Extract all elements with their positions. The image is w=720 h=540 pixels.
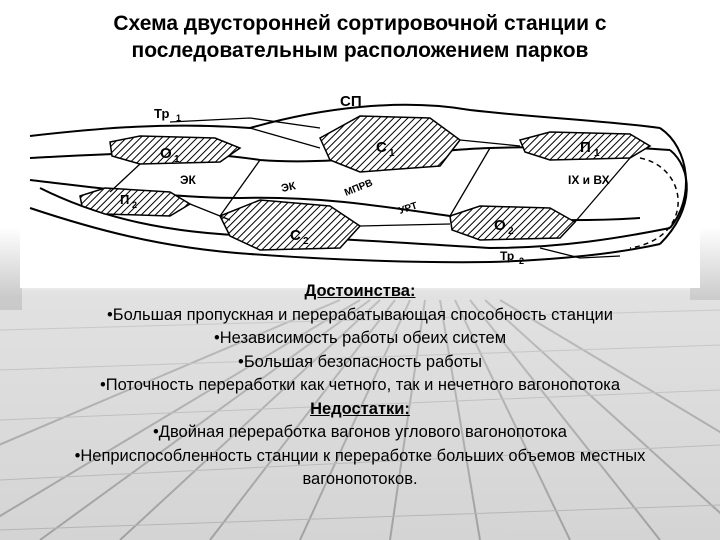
label-tr1-sub: 1 (176, 113, 181, 123)
loop-track (629, 157, 679, 249)
switch-lines (109, 117, 631, 259)
station-track-diagram: СП Тр 1 О 1 С 1 П 1 ЭК ЭК МПРВ УРТ IX и … (20, 88, 700, 288)
label-o1: О (160, 145, 172, 162)
yard-s1 (319, 115, 462, 173)
label-tr1: Тр (154, 106, 169, 121)
label-s1-sub: 1 (389, 148, 395, 159)
yard-o2 (449, 205, 577, 241)
label-p2: П (120, 192, 129, 207)
label-sp: СП (340, 93, 362, 110)
label-p2-sub: 2 (132, 200, 137, 210)
advantages-heading: Достоинства: (304, 282, 416, 300)
label-o2-sub: 2 (508, 226, 514, 237)
label-tr2: Тр (500, 249, 514, 263)
label-o2: О (494, 217, 506, 234)
yard-o1 (109, 135, 242, 165)
label-s2: С (290, 227, 301, 244)
label-ek2: ЭК (280, 180, 297, 195)
advantages-disadvantages-text: Достоинства: •Большая пропускная и перер… (30, 280, 690, 492)
yard-p1 (518, 131, 652, 161)
label-s2-sub: 2 (303, 236, 309, 247)
slide-title: Схема двусторонней сортировочной станции… (113, 12, 607, 62)
label-p1: П (580, 139, 591, 156)
advantage-item: •Независимость работы обеих систем (213, 329, 507, 347)
label-p1-sub: 1 (594, 148, 600, 159)
disadvantage-item: •Неприспособленность станции к переработ… (74, 446, 646, 489)
advantage-item: •Поточность переработки как четного, так… (99, 376, 621, 394)
label-tr2-sub: 2 (519, 256, 524, 266)
label-ek1: ЭК (180, 173, 197, 187)
disadvantage-item: •Двойная переработка вагонов углового ва… (153, 423, 567, 441)
label-o1-sub: 1 (174, 154, 180, 165)
disadvantages-heading: Недостатки: (310, 399, 410, 418)
label-ixvx: IX и ВХ (568, 173, 610, 187)
yard-p2 (79, 187, 192, 217)
advantage-item: •Большая пропускная и перерабатывающая с… (107, 305, 613, 324)
advantage-item: •Большая безопасность работы (238, 352, 482, 371)
label-s1: С (376, 139, 387, 156)
yard-s2 (218, 199, 362, 251)
